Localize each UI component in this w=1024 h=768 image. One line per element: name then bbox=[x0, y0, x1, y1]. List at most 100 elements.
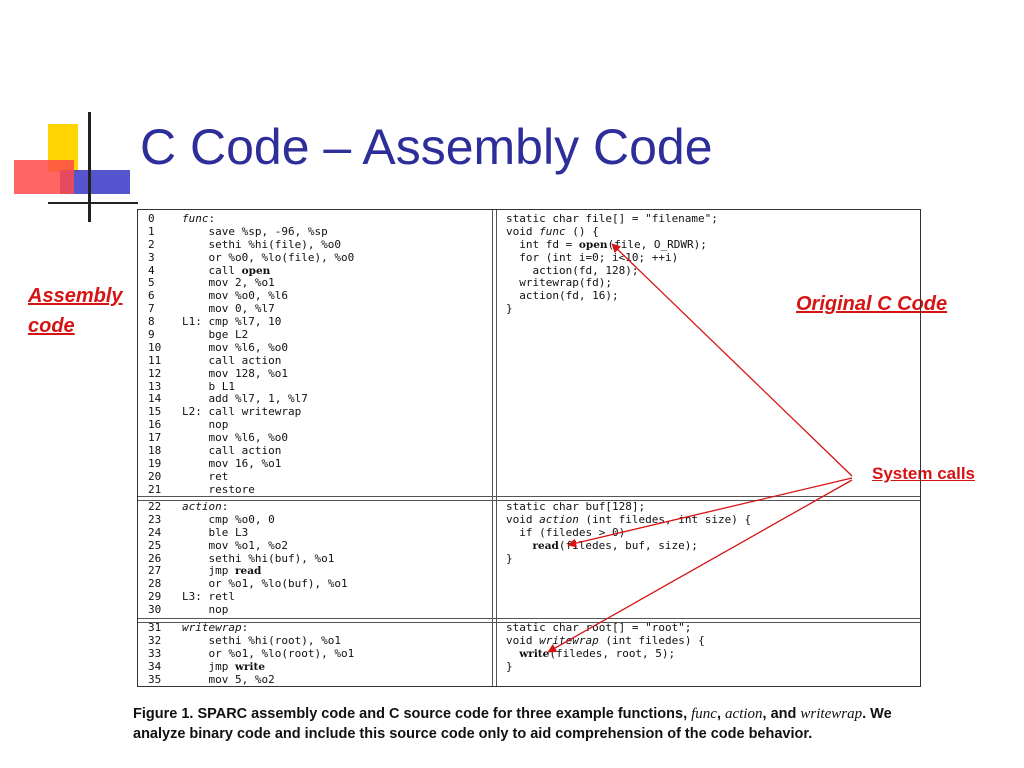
code-line: 7 mov 0, %l7 bbox=[148, 302, 354, 316]
code-line: 32 sethi %hi(root), %o1 bbox=[148, 633, 354, 648]
code-text: mov 16, %o1 bbox=[182, 456, 282, 470]
code-text: L1: cmp %l7, 10 bbox=[182, 315, 282, 329]
line-number: 30 bbox=[148, 603, 162, 617]
function-name: func bbox=[182, 212, 209, 225]
line-number: 31 bbox=[148, 621, 162, 634]
function-name: func bbox=[539, 224, 566, 238]
code-text bbox=[506, 539, 533, 552]
function-name: writewrap bbox=[182, 621, 242, 634]
code-line: 35 mov 5, %o2 bbox=[148, 672, 354, 687]
code-line: 13 b L1 bbox=[148, 379, 354, 394]
code-text: mov 5, %o2 bbox=[182, 672, 275, 686]
code-line: 30 nop bbox=[148, 603, 348, 617]
code-text: mov %l6, %o0 bbox=[182, 340, 288, 354]
code-line: 6 mov %o0, %l6 bbox=[148, 289, 354, 303]
code-line: 23 cmp %o0, 0 bbox=[148, 512, 348, 527]
row-divider bbox=[138, 496, 920, 501]
code-line: 4 call open bbox=[148, 263, 354, 278]
code-text: mov %l6, %o0 bbox=[182, 431, 288, 445]
line-number: 19 bbox=[148, 456, 162, 470]
line-number: 1 bbox=[148, 224, 155, 238]
caption-sep: , bbox=[716, 706, 726, 722]
logo-graphic bbox=[14, 112, 138, 222]
code-line: } bbox=[506, 302, 718, 316]
code-line: 3 or %o0, %lo(file), %o0 bbox=[148, 250, 355, 265]
c-block-func: static char file[] = "filename";void fun… bbox=[506, 212, 718, 316]
code-line: 25 mov %o1, %o2 bbox=[148, 538, 348, 553]
code-text: static char buf[128]; bbox=[506, 500, 646, 513]
code-text: b L1 bbox=[182, 379, 235, 393]
code-line: write(filedes, root, 5); bbox=[506, 647, 705, 661]
code-line: 18 call action bbox=[148, 444, 354, 458]
line-number: 5 bbox=[148, 276, 155, 290]
column-divider bbox=[492, 210, 497, 686]
code-text: static char file[] = "filename"; bbox=[506, 212, 718, 225]
code-text: sethi %hi(file), %o0 bbox=[182, 237, 341, 251]
line-number: 24 bbox=[148, 525, 162, 539]
system-call-name: open bbox=[578, 238, 608, 251]
line-number: 10 bbox=[148, 340, 162, 354]
code-text: (int filedes, int size) { bbox=[578, 512, 752, 526]
line-number: 25 bbox=[148, 538, 162, 552]
code-text: for (int i=0; i<10; ++i) bbox=[506, 250, 679, 264]
code-line: 28 or %o1, %lo(buf), %o1 bbox=[148, 577, 348, 591]
code-text: or %o0, %lo(file), %o0 bbox=[182, 250, 355, 264]
code-text: } bbox=[506, 551, 513, 565]
code-text: call action bbox=[182, 353, 282, 367]
line-number: 7 bbox=[148, 302, 155, 316]
code-text: void bbox=[506, 512, 540, 526]
line-number: 29 bbox=[148, 590, 162, 604]
code-line: 21 restore bbox=[148, 482, 354, 497]
system-call-name: open bbox=[241, 264, 271, 277]
line-number: 2 bbox=[148, 237, 155, 251]
line-number: 8 bbox=[148, 315, 155, 329]
line-number: 22 bbox=[148, 500, 162, 513]
code-line: } bbox=[506, 659, 705, 674]
code-text: or %o1, %lo(buf), %o1 bbox=[182, 577, 348, 591]
line-number: 32 bbox=[148, 633, 162, 647]
c-block-writewrap: static char root[] = "root";void writewr… bbox=[506, 621, 705, 674]
code-text: bge L2 bbox=[182, 328, 249, 342]
code-text: : bbox=[208, 212, 216, 225]
code-text: ble L3 bbox=[182, 525, 249, 539]
line-number: 33 bbox=[148, 646, 162, 660]
code-line: 33 or %o1, %lo(root), %o1 bbox=[148, 646, 354, 661]
code-text: void bbox=[506, 633, 540, 647]
code-line: 20 ret bbox=[148, 470, 354, 484]
code-line: 17 mov %l6, %o0 bbox=[148, 431, 354, 445]
code-text: : bbox=[221, 500, 229, 513]
code-text: cmp %o0, 0 bbox=[182, 512, 275, 526]
code-text: } bbox=[506, 659, 513, 673]
caption-text: Figure 1. SPARC assembly code and C sour… bbox=[133, 706, 692, 722]
code-line: writewrap(fd); bbox=[506, 277, 718, 290]
code-text: L3: retl bbox=[182, 590, 235, 604]
code-line: action(fd, 16); bbox=[506, 289, 718, 303]
line-number: 34 bbox=[148, 659, 162, 673]
code-text: mov %o0, %l6 bbox=[182, 289, 288, 303]
code-text: action(fd, 16); bbox=[506, 289, 619, 303]
line-number: 26 bbox=[148, 551, 162, 565]
code-text: call bbox=[182, 263, 242, 277]
code-line: 27 jmp read bbox=[148, 565, 348, 578]
code-line: 9 bge L2 bbox=[148, 328, 354, 342]
line-number: 12 bbox=[148, 366, 162, 380]
function-name: action bbox=[539, 512, 579, 526]
code-line: 8 L1: cmp %l7, 10 bbox=[148, 315, 354, 329]
line-number: 4 bbox=[148, 263, 155, 277]
code-line: 5 mov 2, %o1 bbox=[148, 277, 354, 290]
line-number: 9 bbox=[148, 328, 155, 342]
code-text: call action bbox=[182, 444, 282, 458]
code-text: (int filedes) { bbox=[598, 633, 705, 647]
caption-func: func bbox=[691, 706, 717, 722]
code-line: 1 save %sp, -96, %sp bbox=[148, 224, 354, 239]
code-line: } bbox=[506, 551, 751, 566]
line-number: 21 bbox=[148, 482, 162, 496]
code-text: restore bbox=[182, 482, 255, 496]
code-text: void bbox=[506, 224, 540, 238]
line-number: 18 bbox=[148, 444, 162, 458]
